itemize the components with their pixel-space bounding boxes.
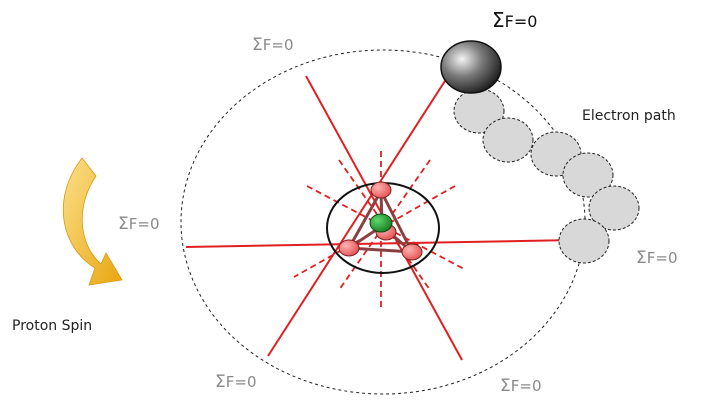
electron-path-label: Electron path: [582, 108, 676, 124]
sum-force-label-left: ΣF=0: [118, 214, 160, 234]
electron-ghost: [588, 185, 640, 231]
electron-ghost: [482, 117, 534, 163]
sum-force-label-top-left: ΣF=0: [252, 35, 294, 55]
proton-right: [401, 243, 423, 261]
electron-ghost: [558, 218, 610, 264]
sum-force-label-right: ΣF=0: [636, 248, 678, 268]
sum-force-label-bottom-right: ΣF=0: [500, 376, 542, 396]
proton-left: [338, 239, 360, 257]
proton-spin-label: Proton Spin: [12, 318, 92, 334]
dashed-line-diag-a: [338, 159, 431, 291]
force-line-lower-left: [267, 69, 453, 357]
electron: [440, 40, 502, 94]
neutron: [369, 213, 393, 233]
electron-ghost: [562, 152, 614, 198]
sum-force-label-top-right: ΣF=0: [492, 8, 537, 32]
proton-spin-arrow-icon: [62, 157, 123, 286]
nucleus: [326, 181, 440, 274]
sum-force-label-bottom-left: ΣF=0: [215, 372, 257, 392]
dashed-line-diag-b: [338, 159, 431, 291]
proton-top: [370, 181, 392, 199]
electron-path: [453, 88, 640, 264]
